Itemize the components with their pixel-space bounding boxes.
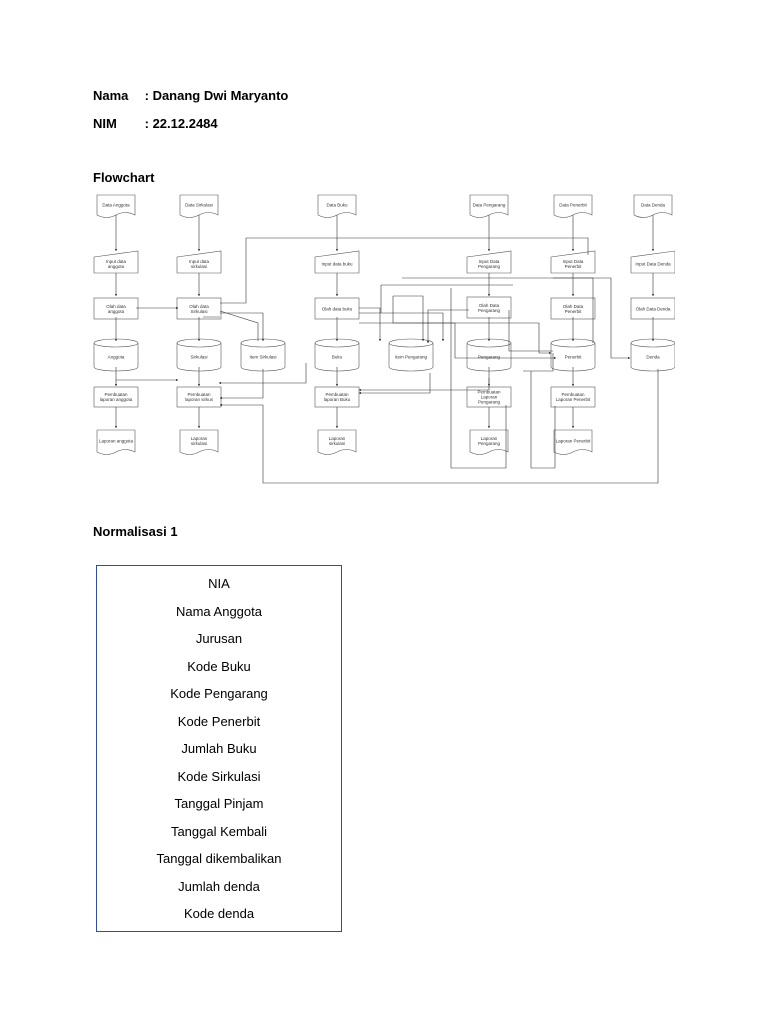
store-label-7: Denda [646,355,660,360]
field-nama-anggota: Nama Anggota [175,603,262,619]
field-tanggal-pinjam: Tanggal Pinjam [174,796,264,811]
field-kode-denda: Kode denda [183,906,255,921]
field-jumlah-denda: Jumlah denda [178,878,260,894]
store-2: Item Sirkulasi [240,338,286,372]
doc-top-5: Data Denda [633,194,673,218]
field-nia: NIA [208,576,230,591]
input-5: Input Data Denda [630,250,675,274]
doc-top-2: Data Buku [317,194,357,218]
field-kode-sirkulasi: Kode Sirkulasi [177,768,261,784]
doc-top-4: Data Penerbit [553,194,593,218]
process-label-2: Olah data buku [322,307,353,312]
doc-top-label-5: Data Denda [641,203,666,208]
input-label-2: Input data buku [321,262,353,267]
process-5: Olah Data Denda [630,297,675,320]
store-6: Penerbit [550,338,596,372]
nim-value: : 22.12.2484 [144,116,218,131]
doc-top-0: Data Anggota [96,194,136,218]
name-value: : Danang Dwi Maryanto [144,88,289,103]
store-label-3: Buku [332,355,343,360]
store-4: Item Pengarang [388,338,434,372]
name-row: Nama : Danang Dwi Maryanto [93,88,288,103]
nim-label: NIM [93,116,117,131]
normalisasi-table: NIA Nama Anggota Jurusan Kode Buku Kode … [96,565,342,932]
field-jurusan: Jurusan [195,631,243,646]
doc-top-3: Data Pengarang [469,194,509,218]
store-0: Anggota [93,338,139,372]
doc-top-label-3: Data Pengarang [473,203,506,208]
store-label-2: Item Sirkulasi [249,355,276,360]
report-doc-4: Laporan Penerbit [553,429,593,455]
normalisasi-heading: Normalisasi 1 [93,524,178,539]
field-tanggal-kembali: Tanggal Kembali [170,823,268,839]
flowchart-heading: Flowchart [93,170,155,185]
report-doc-0: Laporan anggota [96,429,136,455]
input-2: Input data buku [314,250,360,274]
store-5: Pengarang [466,338,512,372]
doc-top-1: Data Sirkulasi [179,194,219,218]
doc-top-label-2: Data Buku [326,203,348,208]
field-kode-pengarang: Kode Pengarang [170,686,268,701]
store-3: Buku [314,338,360,372]
store-label-5: Pengarang [478,355,501,360]
report-doc-label-4: Laporan Penerbit [556,439,591,444]
field-kode-penerbit: Kode Penerbit [177,713,261,729]
nim-row: NIM : 22.12.2484 [93,116,218,131]
store-7: Denda [630,338,675,372]
input-label-5: Input Data Denda [635,262,671,267]
name-label: Nama [93,88,129,103]
flowchart-diagram: Data Anggota Data Sirkulasi Data Buku Data … [93,194,675,484]
report-doc-label-0: Laporan anggota [99,439,134,444]
field-tanggal-dikembalikan: Tanggal dikembalikan [156,851,282,866]
doc-top-label-1: Data Sirkulasi [185,203,213,208]
field-kode-buku: Kode Buku [187,658,251,674]
store-label-4: Item Pengarang [395,355,428,360]
store-label-6: Penerbit [565,355,583,360]
process-2: Olah data buku [314,297,360,320]
field-jumlah-buku: Jumlah Buku [181,741,257,756]
store-label-1: Sirkulasi [190,355,207,360]
store-1: Sirkulasi [176,338,222,372]
process-label-5: Olah Data Denda [636,307,671,312]
doc-top-label-0: Data Anggota [102,203,130,208]
store-label-0: Anggota [108,355,125,360]
doc-top-label-4: Data Penerbit [559,203,587,208]
